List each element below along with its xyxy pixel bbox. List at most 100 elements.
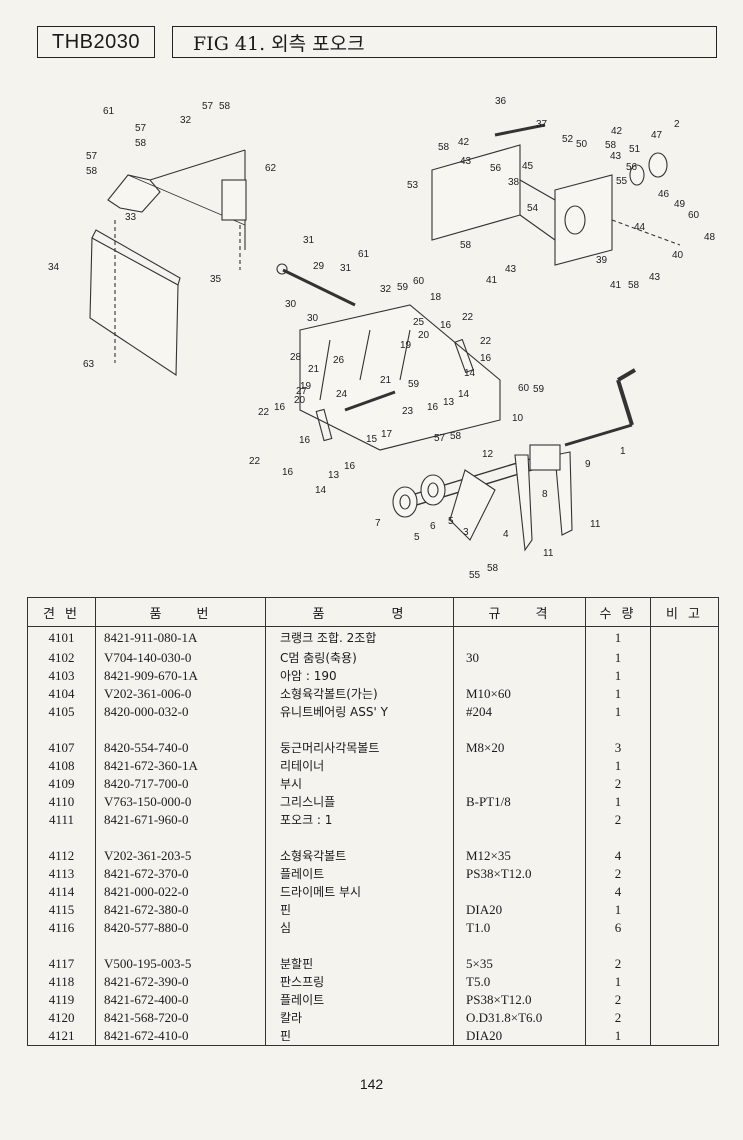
svg-text:11: 11 bbox=[590, 519, 601, 530]
part-name-cell: 둥근머리사각목볼트 bbox=[265, 738, 454, 757]
svg-text:34: 34 bbox=[48, 262, 60, 273]
svg-text:55: 55 bbox=[469, 570, 481, 581]
svg-text:58: 58 bbox=[219, 101, 231, 112]
qty-cell bbox=[585, 828, 651, 847]
col-header-part-no: 품 번 bbox=[95, 597, 266, 627]
qty-cell: 1 bbox=[585, 626, 651, 649]
part-name-cell: 칼라 bbox=[265, 1008, 454, 1027]
svg-text:16: 16 bbox=[480, 353, 492, 364]
qty-cell: 1 bbox=[585, 1026, 651, 1046]
spec-cell: PS38×T12.0 bbox=[453, 990, 586, 1009]
part-name-cell bbox=[265, 936, 454, 955]
part-no-cell: 8420-577-880-0 bbox=[95, 918, 266, 937]
svg-text:47: 47 bbox=[651, 130, 663, 141]
spec-cell bbox=[453, 774, 586, 793]
svg-text:57: 57 bbox=[86, 151, 98, 162]
svg-text:31: 31 bbox=[303, 235, 315, 246]
svg-text:53: 53 bbox=[407, 180, 419, 191]
svg-text:5: 5 bbox=[414, 532, 420, 543]
svg-text:7: 7 bbox=[375, 518, 381, 529]
part-name-cell: 그리스니플 bbox=[265, 792, 454, 811]
svg-text:38: 38 bbox=[508, 177, 520, 188]
remarks-cell bbox=[650, 756, 719, 775]
part-name-cell: 심 bbox=[265, 918, 454, 937]
svg-text:13: 13 bbox=[328, 470, 340, 481]
part-name-cell bbox=[265, 720, 454, 739]
item-no-cell: 4116 bbox=[27, 918, 96, 937]
svg-text:58: 58 bbox=[450, 431, 462, 442]
remarks-cell bbox=[650, 648, 719, 667]
spec-cell bbox=[453, 882, 586, 901]
spec-cell: PS38×T12.0 bbox=[453, 864, 586, 883]
svg-text:58: 58 bbox=[86, 166, 98, 177]
svg-text:6: 6 bbox=[430, 521, 436, 532]
qty-cell: 2 bbox=[585, 774, 651, 793]
svg-text:1: 1 bbox=[620, 446, 626, 457]
part-no-cell: V763-150-000-0 bbox=[95, 792, 266, 811]
qty-cell: 2 bbox=[585, 990, 651, 1009]
part-no-cell: 8421-672-410-0 bbox=[95, 1026, 266, 1046]
remarks-cell bbox=[650, 738, 719, 757]
svg-text:49: 49 bbox=[674, 199, 686, 210]
svg-text:14: 14 bbox=[464, 368, 476, 379]
spec-cell: B-PT1/8 bbox=[453, 792, 586, 811]
item-no-cell: 4105 bbox=[27, 702, 96, 721]
item-no-cell: 4121 bbox=[27, 1026, 96, 1046]
svg-text:60: 60 bbox=[688, 210, 700, 221]
svg-text:45: 45 bbox=[522, 161, 534, 172]
qty-cell: 1 bbox=[585, 684, 651, 703]
svg-text:48: 48 bbox=[704, 232, 716, 243]
item-no-cell: 4117 bbox=[27, 954, 96, 973]
part-name-cell: 포오크 : 1 bbox=[265, 810, 454, 829]
remarks-cell bbox=[650, 666, 719, 685]
svg-text:57: 57 bbox=[135, 123, 147, 134]
svg-text:35: 35 bbox=[210, 274, 222, 285]
svg-text:59: 59 bbox=[408, 379, 420, 390]
part-no-cell: V202-361-203-5 bbox=[95, 846, 266, 865]
svg-text:63: 63 bbox=[83, 359, 95, 370]
svg-text:41: 41 bbox=[486, 275, 498, 286]
page-number: 142 bbox=[359, 1076, 384, 1092]
svg-text:42: 42 bbox=[458, 137, 470, 148]
part-no-cell: 8421-000-022-0 bbox=[95, 882, 266, 901]
part-name-cell: 드라이메트 부시 bbox=[265, 882, 454, 901]
remarks-cell bbox=[650, 1026, 719, 1046]
spec-cell: O.D31.8×T6.0 bbox=[453, 1008, 586, 1027]
svg-text:43: 43 bbox=[505, 264, 517, 275]
col-header-qty: 수 량 bbox=[585, 597, 651, 627]
item-no-cell: 4114 bbox=[27, 882, 96, 901]
svg-text:62: 62 bbox=[265, 163, 277, 174]
svg-text:2: 2 bbox=[674, 119, 680, 130]
table-row bbox=[27, 936, 719, 955]
svg-text:57: 57 bbox=[202, 101, 214, 112]
svg-text:16: 16 bbox=[440, 320, 452, 331]
part-name-cell: 크랭크 조합. 2조합 bbox=[265, 626, 454, 649]
svg-text:14: 14 bbox=[458, 389, 470, 400]
spec-cell bbox=[453, 828, 586, 847]
qty-cell: 1 bbox=[585, 666, 651, 685]
item-no-cell: 4115 bbox=[27, 900, 96, 919]
item-no-cell: 4109 bbox=[27, 774, 96, 793]
svg-text:16: 16 bbox=[299, 435, 311, 446]
part-name-cell: 아암 : 190 bbox=[265, 666, 454, 685]
svg-text:36: 36 bbox=[495, 96, 507, 107]
item-no-cell: 4118 bbox=[27, 972, 96, 991]
item-no-cell: 4108 bbox=[27, 756, 96, 775]
svg-text:22: 22 bbox=[462, 312, 474, 323]
qty-cell: 4 bbox=[585, 846, 651, 865]
part-no-cell: 8421-672-380-0 bbox=[95, 900, 266, 919]
qty-cell: 2 bbox=[585, 864, 651, 883]
svg-text:51: 51 bbox=[629, 144, 641, 155]
svg-text:39: 39 bbox=[596, 255, 608, 266]
item-no-cell: 4113 bbox=[27, 864, 96, 883]
svg-text:42: 42 bbox=[611, 126, 623, 137]
part-no-cell bbox=[95, 720, 266, 739]
part-name-cell: 분할핀 bbox=[265, 954, 454, 973]
part-no-cell: 8421-671-960-0 bbox=[95, 810, 266, 829]
